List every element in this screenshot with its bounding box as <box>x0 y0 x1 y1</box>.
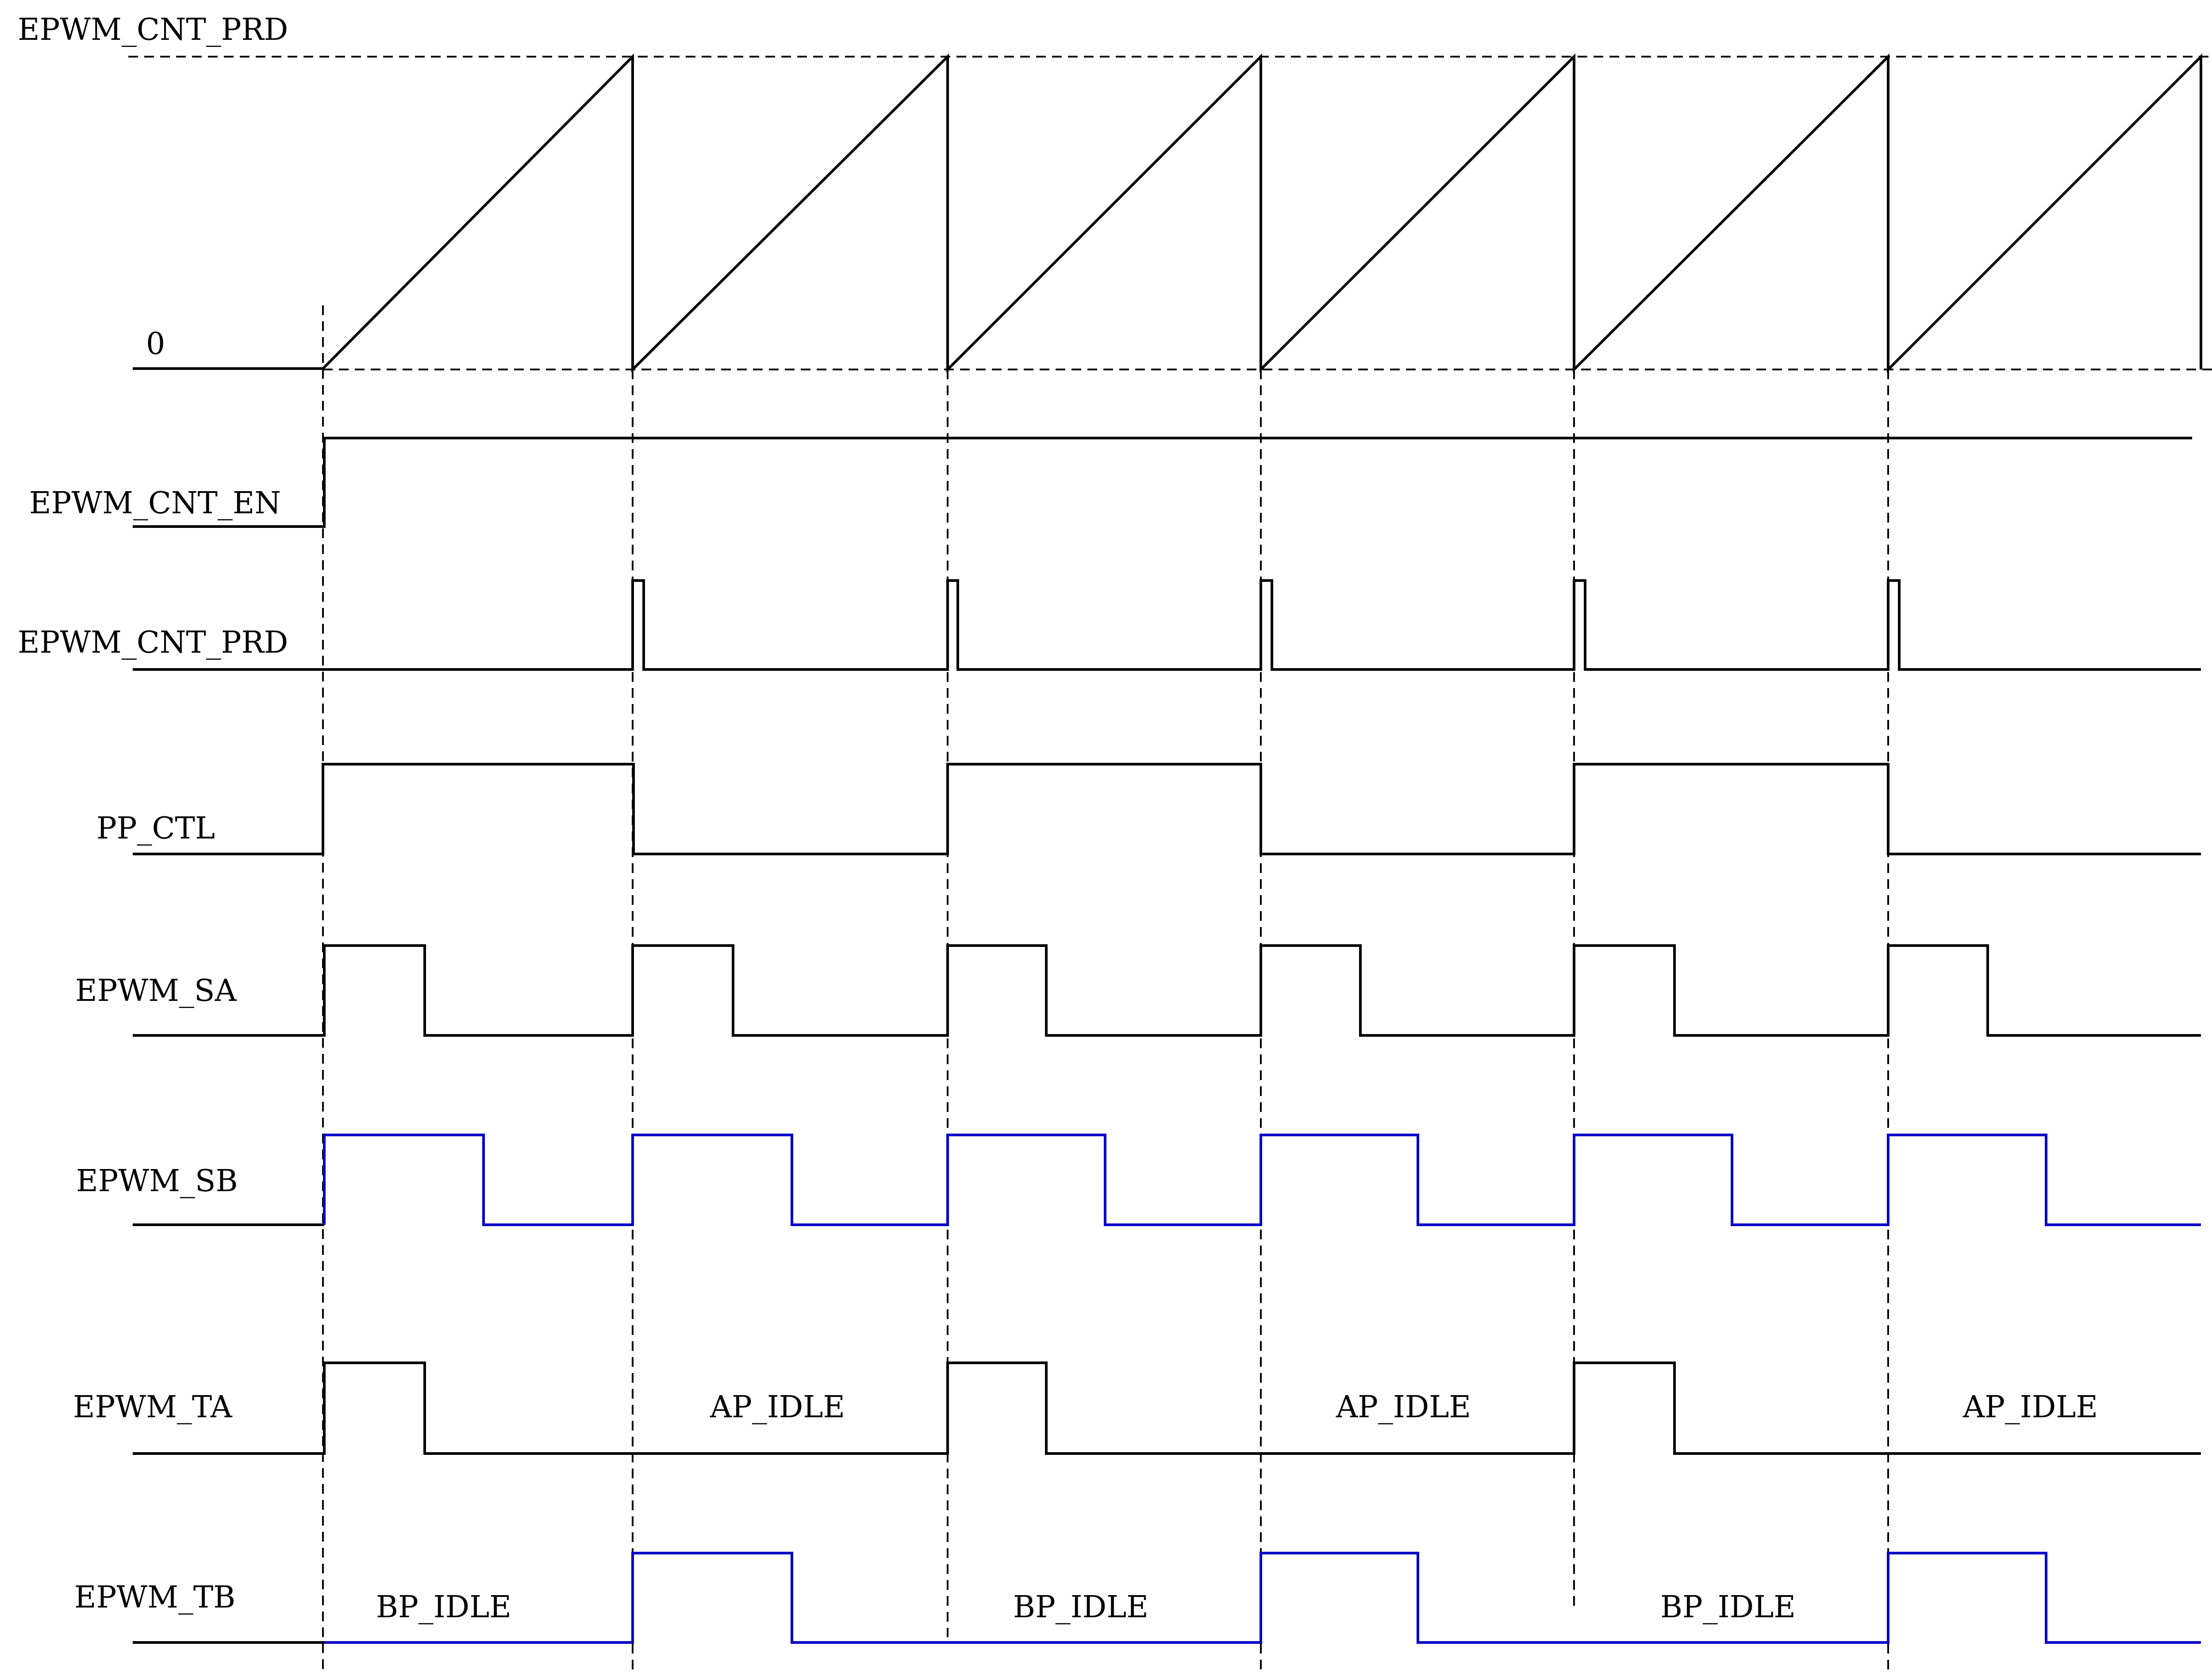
epwm-tb-waveform <box>324 1552 2201 1644</box>
pp-ctl-waveform <box>133 763 2201 855</box>
period-boundary-dashed-lines <box>322 305 1889 1673</box>
label-epwm-ta: EPWM_TA <box>73 1390 233 1425</box>
label-epwm-sa: EPWM_SA <box>75 973 237 1008</box>
label-ramp-zero: 0 <box>146 327 165 362</box>
bp-idle-label-3: BP_IDLE <box>1660 1590 1796 1625</box>
cnt-prd-waveform <box>133 579 2201 671</box>
label-cnt-en: EPWM_CNT_EN <box>29 486 281 521</box>
label-cnt-prd: EPWM_CNT_PRD <box>18 625 288 660</box>
epwm-sb-waveform <box>323 1134 2201 1226</box>
bp-idle-label-1: BP_IDLE <box>376 1590 511 1625</box>
label-epwm-sb: EPWM_SB <box>76 1164 238 1199</box>
ap-idle-label-3: AP_IDLE <box>1962 1390 2098 1425</box>
epwm-sa-waveform <box>133 944 2201 1037</box>
counter-ramp-waveform <box>133 53 2202 373</box>
ap-idle-label-2: AP_IDLE <box>1336 1390 1471 1425</box>
label-pp-ctl: PP_CTL <box>96 811 215 846</box>
ap-idle-label-1: AP_IDLE <box>710 1390 845 1425</box>
label-ramp-top: EPWM_CNT_PRD <box>18 12 288 47</box>
bp-idle-label-2: BP_IDLE <box>1013 1590 1148 1625</box>
cnt-en-waveform <box>133 437 2192 528</box>
label-epwm-tb: EPWM_TB <box>74 1580 235 1615</box>
epwm-ta-waveform <box>133 1361 2201 1455</box>
